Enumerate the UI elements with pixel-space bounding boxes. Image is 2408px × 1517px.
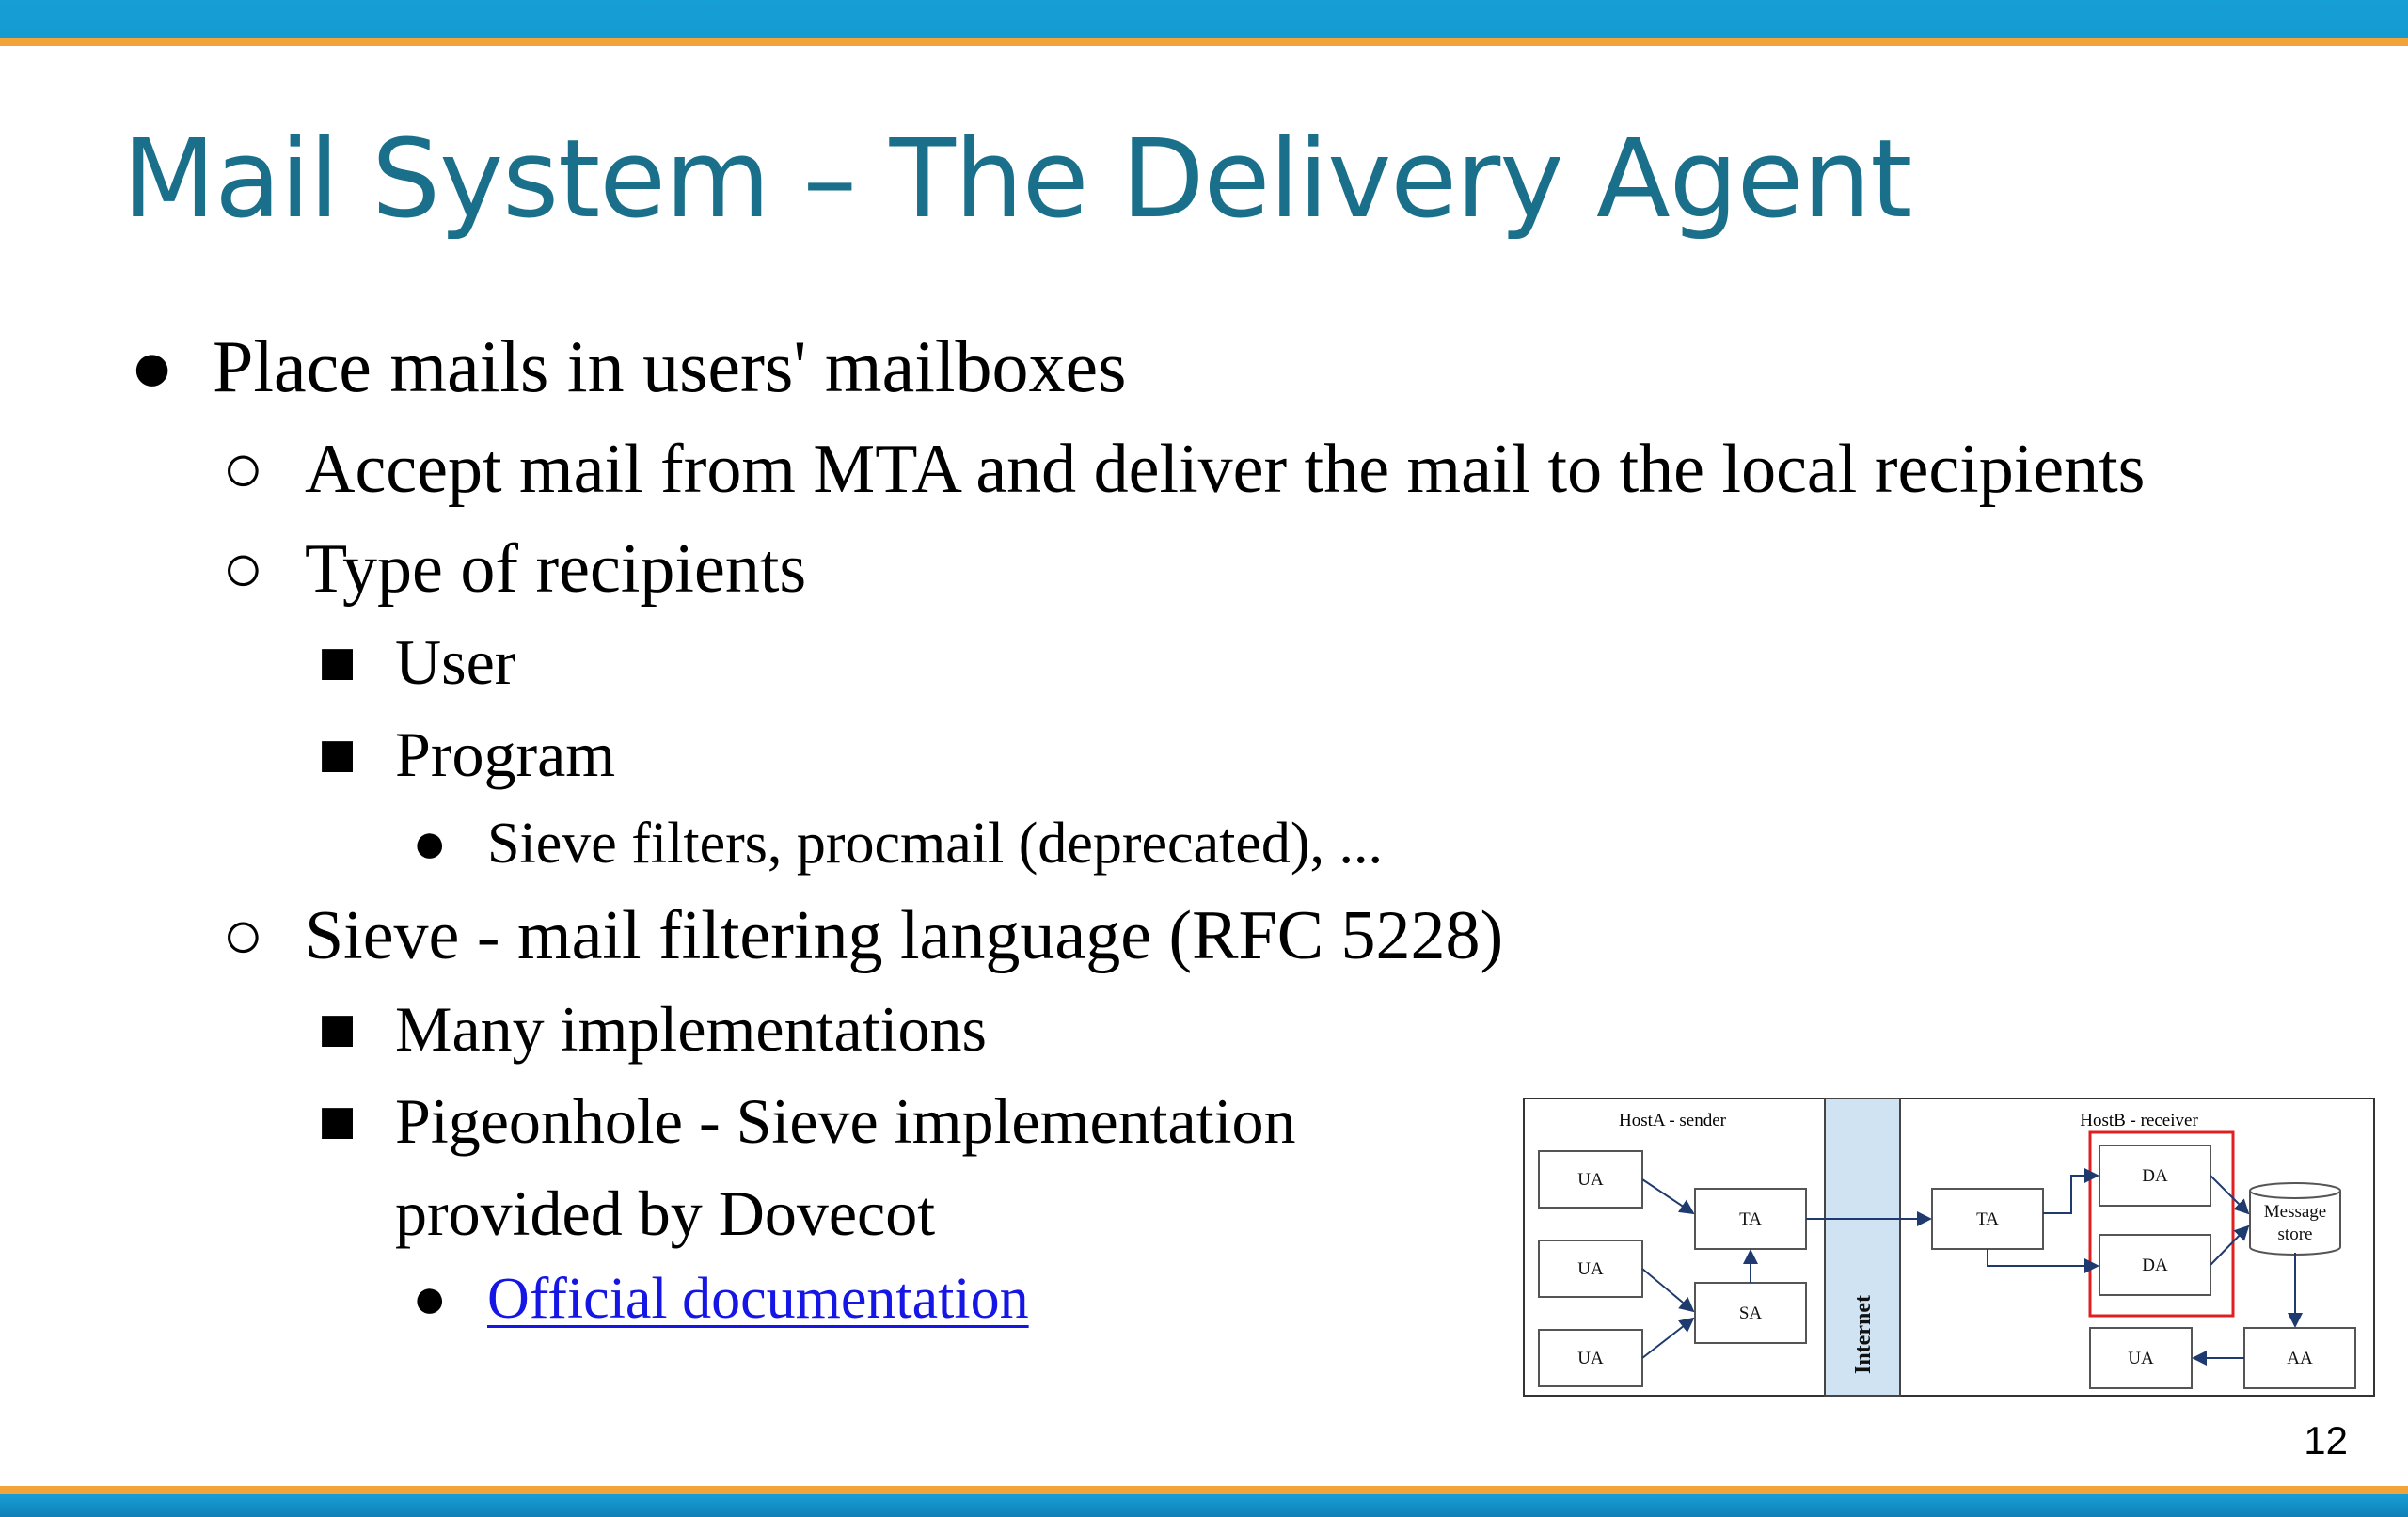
sa-box-a: [1694, 1282, 1807, 1344]
message-store-top: [2249, 1182, 2341, 1199]
square-bullet-icon: ■: [318, 993, 357, 1065]
bullet-level2: ○ Accept mail from MTA and deliver the m…: [222, 431, 2146, 508]
ta-label: TA: [1976, 1209, 1999, 1229]
bullet-level3-continuation: provided by Dovecot: [395, 1177, 936, 1249]
message-store-label: store: [2278, 1225, 2313, 1244]
message-store-label: Message: [2264, 1202, 2326, 1222]
bullet-level3: ■ Program: [318, 719, 616, 790]
da-label: DA: [2142, 1166, 2168, 1186]
ua-label: UA: [1577, 1170, 1604, 1190]
filled-circle-bullet-icon: ●: [130, 325, 175, 407]
square-bullet-icon: ■: [318, 626, 357, 698]
da-label: DA: [2142, 1256, 2168, 1275]
hollow-circle-bullet-icon: ○: [222, 530, 264, 608]
sa-label: SA: [1739, 1304, 1763, 1323]
bullet-level3: ■ Many implementations: [318, 993, 987, 1065]
arrow: [2210, 1225, 2250, 1266]
message-store-cylinder: [2249, 1191, 2341, 1256]
arrow: [2043, 1168, 2099, 1214]
ua-box-b: [2089, 1327, 2193, 1389]
bullet-level2: ○ Type of recipients: [222, 530, 807, 608]
arrow: [1641, 1178, 1695, 1215]
delivery-agent-highlight: [2088, 1130, 2235, 1318]
internet-band: [1824, 1098, 1901, 1397]
filled-circle-bullet-icon: ●: [412, 1267, 448, 1331]
host-b-label: HostB - receiver: [2080, 1111, 2198, 1130]
slide-title: Mail System – The Delivery Agent: [122, 117, 1912, 243]
arrow: [1987, 1249, 2099, 1273]
arrow: [1641, 1317, 1695, 1359]
mail-delivery-diagram: Internet HostA - sender HostB - receiver…: [1523, 1098, 2375, 1397]
bullet-level3: ■ Pigeonhole - Sieve implementation: [318, 1085, 1296, 1157]
filled-circle-bullet-icon: ●: [412, 812, 448, 876]
bullet-level2: ○ Sieve - mail filtering language (RFC 5…: [222, 897, 1504, 974]
bottom-banner: [0, 1486, 2408, 1517]
ua-box-a1: [1538, 1150, 1643, 1209]
square-bullet-icon: ■: [318, 1085, 357, 1157]
ta-box-a: [1694, 1188, 1807, 1250]
arrow: [2210, 1175, 2250, 1215]
internet-label: Internet: [1851, 1295, 1876, 1374]
host-a-label: HostA - sender: [1619, 1111, 1727, 1130]
bullet-level4: ● Sieve filters, procmail (deprecated), …: [412, 812, 1383, 876]
arrow: [1641, 1268, 1695, 1313]
hollow-circle-bullet-icon: ○: [222, 897, 264, 974]
da-box-1: [2099, 1145, 2211, 1207]
ua-label: UA: [2128, 1349, 2154, 1368]
bullet-level4: ● Official documentation: [412, 1266, 1029, 1333]
ta-box-b: [1931, 1188, 2044, 1250]
bullet-level3: ■ User: [318, 626, 516, 698]
aa-label: AA: [2287, 1349, 2313, 1368]
ua-label: UA: [1577, 1259, 1604, 1279]
official-documentation-link[interactable]: Official documentation: [487, 1267, 1029, 1331]
hollow-circle-bullet-icon: ○: [222, 431, 264, 508]
ua-label: UA: [1577, 1349, 1604, 1368]
bullet-level1: ● Place mails in users' mailboxes: [130, 325, 1127, 407]
top-banner: [0, 0, 2408, 46]
page-number: 12: [2304, 1418, 2348, 1462]
ua-box-a3: [1538, 1329, 1643, 1387]
square-bullet-icon: ■: [318, 719, 357, 790]
da-box-2: [2099, 1234, 2211, 1296]
ta-label: TA: [1739, 1209, 1762, 1229]
